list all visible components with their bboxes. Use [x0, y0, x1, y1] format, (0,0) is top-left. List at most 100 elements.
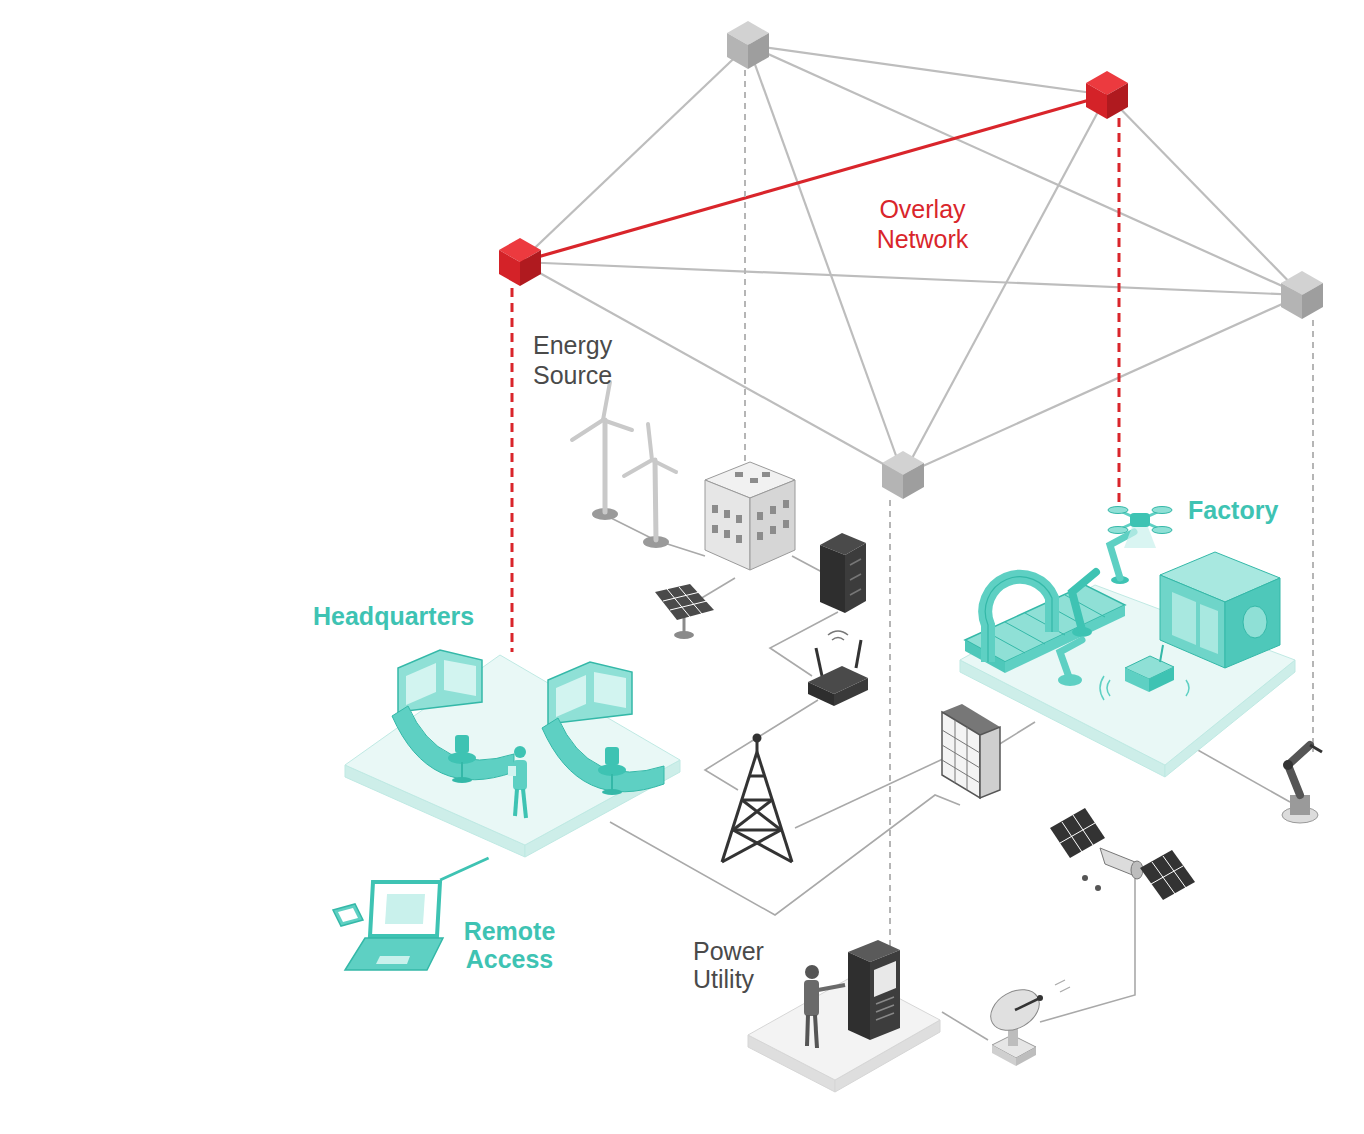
site-label: Power Utility	[693, 938, 783, 993]
network-link	[440, 858, 488, 880]
network-cube	[903, 463, 924, 499]
workstation	[602, 789, 622, 795]
conveyor-line	[965, 577, 1125, 673]
utility-worker	[818, 985, 845, 990]
wire	[998, 722, 1035, 745]
operator-person	[508, 766, 516, 776]
server-rack	[850, 574, 861, 580]
network-cube	[727, 21, 769, 69]
factory-robot-arm	[1058, 532, 1134, 686]
data-table-device	[942, 712, 980, 798]
wind-turbine	[643, 536, 669, 548]
workstation	[406, 663, 436, 705]
data-table-device	[980, 727, 1000, 798]
operator-person	[508, 746, 527, 818]
remote-access-device: Remote Access	[325, 880, 565, 975]
drop-link	[745, 70, 1313, 948]
overlay-link	[520, 45, 748, 262]
drone	[1108, 527, 1128, 534]
overlay-drop-link	[1118, 118, 1121, 505]
control-cabinet	[876, 1013, 894, 1020]
workstation	[611, 774, 613, 790]
site-heading: Headquarters	[313, 603, 513, 631]
headquarters-platform	[310, 600, 690, 858]
data-center-building	[724, 510, 730, 518]
phone-icon	[333, 904, 363, 926]
satellite	[1095, 885, 1101, 891]
satellite	[1151, 856, 1186, 894]
utility-worker	[815, 1015, 817, 1048]
wire	[705, 700, 818, 790]
machine-unit	[1160, 552, 1280, 602]
control-cabinet	[848, 940, 900, 962]
solar-panel	[655, 584, 714, 620]
conveyor-line	[985, 595, 1105, 653]
control-cabinet	[870, 950, 900, 1040]
workstation	[594, 672, 626, 708]
satellite	[1163, 856, 1186, 888]
workstation	[398, 650, 482, 712]
guided-vehicle	[1100, 645, 1189, 700]
data-center-building	[770, 506, 776, 514]
overlay-link	[1107, 95, 1302, 295]
satellite	[1152, 862, 1175, 894]
machine-unit	[1225, 578, 1280, 668]
wire	[695, 578, 735, 602]
data-center-building	[712, 505, 718, 513]
wind-turbine	[624, 460, 652, 476]
overlay-drop-link	[512, 118, 1119, 652]
data-table-device	[967, 727, 968, 790]
power-utility-platform	[748, 975, 940, 1080]
factory-robot-arm	[1072, 572, 1096, 630]
conveyor-line	[965, 585, 1125, 662]
control-cabinet	[848, 952, 870, 1040]
robot-arm	[1290, 795, 1310, 815]
satellite	[1050, 808, 1105, 858]
satellite-dish	[983, 981, 1046, 1038]
site-heading: Remote Access	[457, 918, 562, 973]
power-utility-platform: Power Utility	[690, 935, 950, 1095]
drone	[1108, 507, 1172, 549]
factory-robot-arm	[1072, 627, 1092, 637]
transmission-tower	[742, 800, 781, 830]
conveyor-line	[965, 640, 1005, 673]
satellite-dish	[992, 1035, 1036, 1058]
control-cabinet	[876, 1005, 894, 1012]
drop-link	[1312, 320, 1314, 752]
overlay-link	[903, 95, 1107, 475]
server-rack	[820, 545, 845, 613]
conveyor-line	[1045, 604, 1085, 626]
control-cabinet	[876, 997, 894, 1004]
laptop-keyboard	[345, 938, 443, 970]
network-cube	[727, 21, 769, 45]
data-table-device	[942, 730, 980, 753]
overlay-link	[903, 295, 1302, 475]
satellite-dish	[992, 1045, 1016, 1066]
wire	[610, 795, 960, 915]
factory-robot-arm	[1111, 576, 1129, 584]
overlay-cube	[499, 238, 541, 286]
wireless-router	[808, 682, 834, 706]
workstation	[452, 777, 472, 783]
guided-vehicle	[1100, 676, 1189, 700]
data-center-building	[783, 500, 789, 508]
network-cube	[1281, 283, 1302, 319]
satellite	[1151, 866, 1183, 884]
transmission-tower	[754, 735, 760, 741]
transmission-tower	[749, 775, 765, 778]
workstation	[448, 752, 476, 764]
network-cube	[1281, 271, 1323, 295]
overlay-path	[520, 95, 1107, 262]
robot-arm	[1288, 745, 1310, 795]
wireless-router	[828, 631, 848, 640]
server-rack	[820, 533, 866, 613]
satellite-dish	[1037, 995, 1043, 1001]
transmission-tower	[742, 799, 772, 802]
drone	[1130, 513, 1150, 527]
server-rack	[850, 589, 861, 595]
network-cube	[1302, 283, 1323, 319]
laptop-touchpad	[376, 956, 410, 964]
